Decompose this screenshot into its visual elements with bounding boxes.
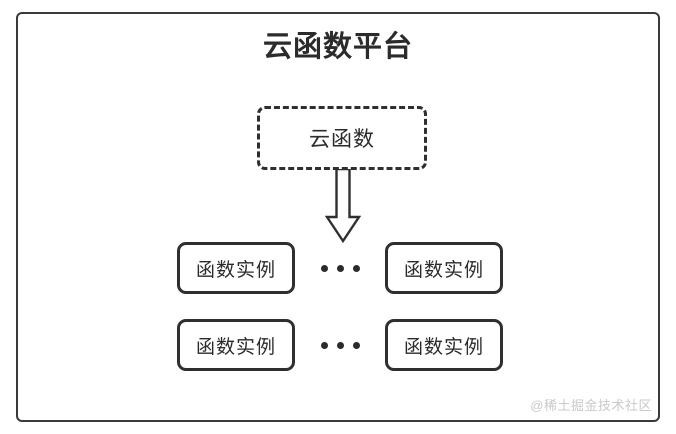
cloud-function-platform-frame: 云函数平台 云函数 函数实例 函数实例 函数实例 (16, 12, 660, 422)
function-instance-box: 函数实例 (385, 242, 503, 294)
function-instance-label: 函数实例 (403, 336, 484, 358)
ellipsis-dot (336, 264, 344, 272)
ellipsis-icon (295, 264, 385, 272)
function-instance-box: 函数实例 (385, 319, 503, 371)
cloud-function-label: 云函数 (309, 128, 375, 151)
ellipsis-dot (336, 341, 344, 349)
down-block-arrow-icon (324, 167, 362, 244)
ellipsis-icon (295, 341, 385, 349)
ellipsis-dot (352, 341, 360, 349)
ellipsis-dot (320, 264, 328, 272)
page-title: 云函数平台 (262, 31, 413, 63)
function-instance-label: 函数实例 (195, 336, 276, 358)
ellipsis-dot (352, 264, 360, 272)
cloud-function-node: 云函数 (257, 106, 427, 170)
function-instance-label: 函数实例 (403, 259, 484, 281)
ellipsis-dot (320, 341, 328, 349)
function-instance-box: 函数实例 (177, 319, 295, 371)
watermark: @稀土掘金技术社区 (530, 398, 652, 413)
function-instance-box: 函数实例 (177, 242, 295, 294)
instance-row-2: 函数实例 函数实例 (18, 319, 662, 371)
function-instance-label: 函数实例 (195, 259, 276, 281)
instance-row-1: 函数实例 函数实例 (18, 242, 662, 294)
